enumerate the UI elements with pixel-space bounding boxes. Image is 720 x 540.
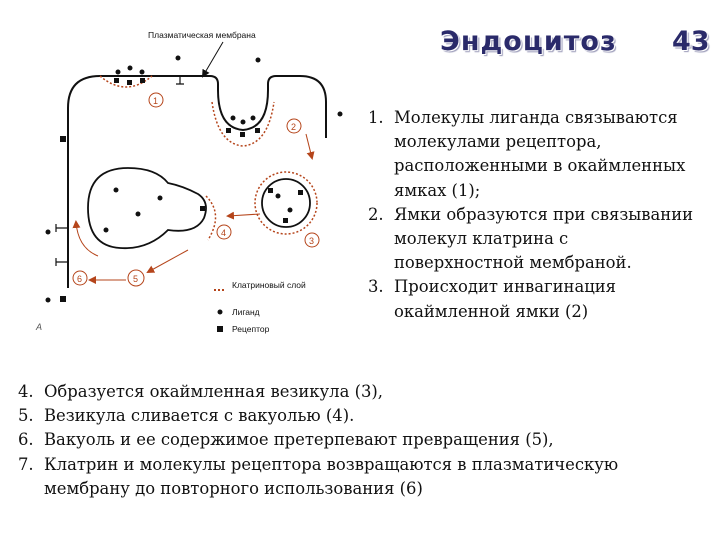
list-item-number: 6. (18, 430, 34, 450)
receptor-mark (240, 132, 245, 137)
list-item-text: Происходит инвагинация окаймленной ямки … (394, 277, 617, 321)
page-number: 43 (672, 26, 710, 57)
vacuole (87, 167, 207, 250)
receptor-t-mark (176, 76, 184, 85)
arrow-3-to-4 (226, 211, 261, 220)
ligand-dot (175, 55, 181, 61)
coated-pit-1 (99, 75, 153, 88)
ligand-dot (127, 65, 133, 71)
ligand-dot (115, 69, 121, 75)
step-marker-4-label: 4 (221, 228, 226, 238)
recycle-arrow (72, 220, 99, 257)
endocytosis-diagram: Плазматическая мембрана 1 2 3 4 5 6 (35, 30, 343, 334)
receptor-mark (255, 128, 260, 133)
legend-receptor-swatch (217, 326, 223, 332)
slide-title: Эндоцитоз (440, 26, 617, 57)
receptor-mark (298, 190, 303, 195)
ligand-dot (45, 229, 51, 235)
receptor-t-mark (55, 224, 68, 232)
receptor-mark (140, 78, 145, 83)
invaginating-pit-clathrin (211, 101, 275, 147)
receptor-mark (114, 78, 119, 83)
list-item-number: 4. (18, 382, 34, 401)
legend-clathrin-label: Клатриновый слой (232, 280, 306, 290)
list-item-number: 2. (368, 204, 384, 224)
list-item: 7. Клатрин и молекулы рецептора возвраща… (18, 453, 708, 501)
step-marker-2 (286, 118, 302, 134)
step-marker-4 (216, 224, 232, 240)
membrane-label-pointer (201, 41, 224, 78)
legend-ligand-label: Лиганд (232, 307, 260, 317)
step-marker-5-label: 5 (133, 274, 138, 284)
legend-receptor-label: Рецептор (232, 324, 270, 334)
list-item-text: Клатрин и молекулы рецептора возвращаютс… (44, 454, 619, 498)
step-marker-6 (72, 270, 88, 286)
step-marker-5 (127, 269, 145, 287)
ligand-dot (139, 69, 145, 75)
step-marker-3-label: 3 (309, 236, 314, 246)
step-marker-3 (304, 232, 320, 248)
step-marker-1 (148, 92, 164, 108)
receptor-mark (60, 296, 66, 302)
steps-list-right: 1. Молекулы лиганда связываются молекула… (368, 106, 698, 324)
list-item-number: 1. (368, 108, 384, 127)
list-item-text: Ямки образуются при связывании молекул к… (394, 204, 694, 273)
receptor-mark (60, 136, 66, 142)
list-item: 6. Вакуоль и ее содержимое претерпевают … (18, 428, 708, 452)
ligand-dot (135, 211, 141, 217)
arrow-2-to-3 (305, 133, 315, 160)
plasma-membrane (67, 75, 327, 288)
ligand-dot (113, 187, 119, 193)
vacuole-clathrin (205, 195, 217, 241)
ligand-dot (45, 297, 51, 303)
list-item: 2. Ямки образуются при связывании молеку… (368, 203, 698, 276)
list-item-text: Вакуоль и ее содержимое претерпевают пре… (44, 430, 554, 450)
receptor-mark (127, 80, 132, 85)
legend-ligand-swatch (217, 309, 223, 315)
ligand-dot (250, 115, 256, 121)
ligand-dot (230, 115, 236, 121)
receptor-mark (268, 188, 273, 193)
ligand-dot (287, 207, 293, 213)
list-item-text: Образуется окаймленная везикула (3), (44, 382, 383, 401)
list-item-text: Молекулы лиганда связываются молекулами … (394, 108, 686, 200)
receptor-mark (226, 128, 231, 133)
coated-vesicle-clathrin (254, 171, 318, 235)
receptor-mark (283, 218, 288, 223)
ligand-dot (275, 193, 281, 199)
list-item-number: 5. (18, 406, 34, 426)
corner-label: A (35, 322, 42, 332)
step-marker-6-label: 6 (77, 274, 82, 284)
ligand-dot (240, 119, 246, 125)
list-item: 5. Везикула сливается с вакуолью (4). (18, 404, 708, 428)
list-item: 4. Образуется окаймленная везикула (3), (18, 380, 708, 404)
ligand-dot (255, 57, 261, 63)
step-marker-1-label: 1 (153, 96, 158, 106)
list-item: 1. Молекулы лиганда связываются молекула… (368, 106, 698, 203)
arrow-4-to-5 (146, 249, 189, 273)
receptor-mark (200, 206, 205, 211)
membrane-label: Плазматическая мембрана (148, 30, 256, 40)
step-marker-2-label: 2 (291, 122, 296, 132)
ligand-dot (337, 111, 343, 117)
steps-list-bottom: 4. Образуется окаймленная везикула (3), … (18, 380, 708, 501)
list-item: 3. Происходит инвагинация окаймленной ям… (368, 275, 698, 323)
receptor-t-mark (55, 258, 68, 266)
list-item-number: 3. (368, 277, 384, 297)
ligand-dot (103, 227, 109, 233)
list-item-text: Везикула сливается с вакуолью (4). (44, 406, 355, 426)
ligand-dot (157, 195, 163, 201)
coated-vesicle (261, 178, 311, 228)
list-item-number: 7. (18, 454, 34, 474)
